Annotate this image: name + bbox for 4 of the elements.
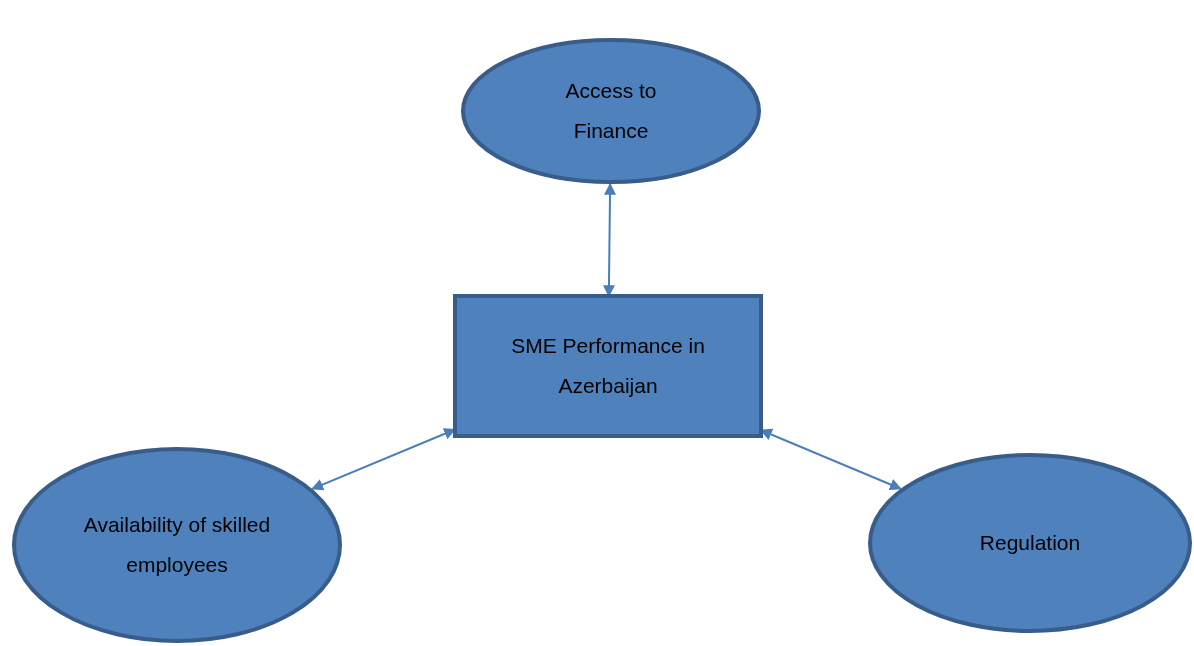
node-label: Access to Finance [564, 78, 658, 144]
node-label: Regulation [978, 530, 1082, 556]
node-label: Availability of skilled employees [82, 512, 272, 578]
node-label: SME Performance in Azerbaijan [510, 333, 706, 399]
